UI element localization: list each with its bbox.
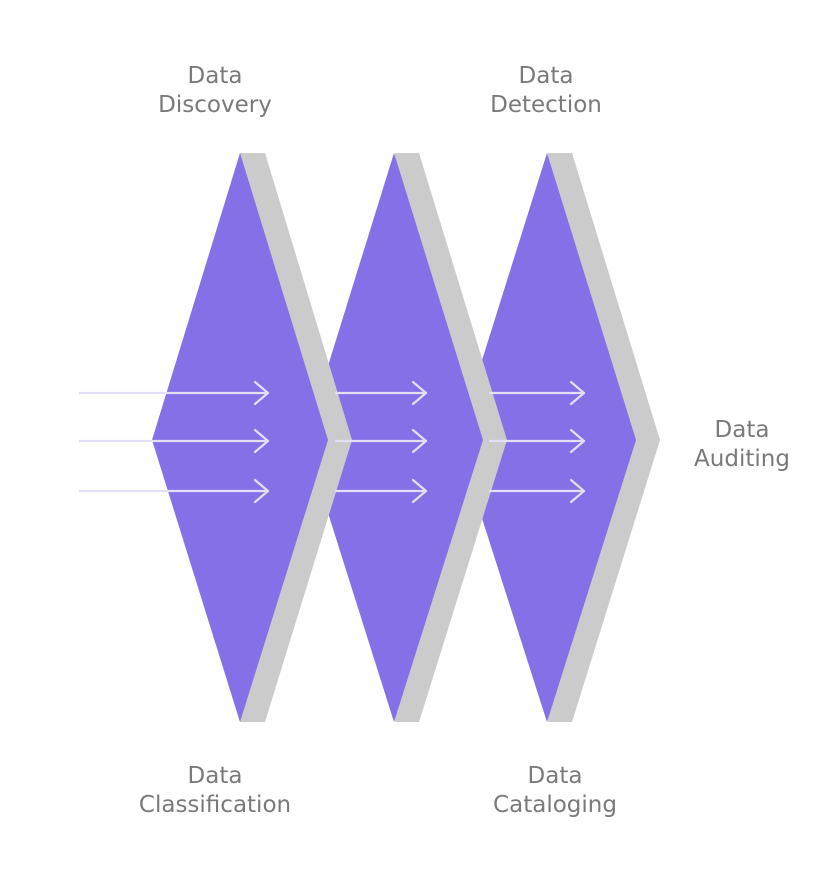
label-data-discovery: Data Discovery	[115, 62, 315, 120]
label-data-detection-line1: Data	[518, 63, 574, 89]
arrow-right-icon	[334, 380, 428, 406]
arrow-right-icon	[488, 478, 586, 504]
label-data-cataloging-line1: Data	[527, 763, 583, 789]
label-data-detection: Data Detection	[446, 62, 646, 120]
label-data-classification-line1: Data	[187, 763, 243, 789]
arrow-right-icon	[334, 428, 428, 454]
arrow-right-icon	[488, 428, 586, 454]
label-data-auditing-line1: Data	[714, 417, 770, 443]
label-data-discovery-line2: Discovery	[158, 92, 272, 118]
label-data-classification-line2: Classification	[138, 792, 292, 818]
arrow-right-icon	[78, 428, 270, 454]
chevron-panel-1	[152, 153, 352, 722]
label-data-classification: Data Classification	[115, 762, 315, 820]
chevron-panel-2	[305, 153, 507, 722]
label-data-auditing: Data Auditing	[642, 416, 832, 474]
label-data-auditing-line2: Auditing	[694, 446, 790, 472]
label-data-detection-line2: Detection	[490, 92, 602, 118]
label-data-discovery-line1: Data	[187, 63, 243, 89]
label-data-cataloging-line2: Cataloging	[493, 792, 617, 818]
label-data-cataloging: Data Cataloging	[455, 762, 655, 820]
chevron-panel-1-face	[152, 153, 328, 722]
chevron-panel-3-face	[457, 153, 636, 722]
flow-arrows	[78, 380, 586, 504]
arrow-right-icon	[488, 380, 586, 406]
chevron-panel-2-face	[305, 153, 483, 722]
chevron-panel-3	[457, 153, 660, 722]
arrow-right-icon	[78, 478, 270, 504]
arrow-right-icon	[78, 380, 270, 406]
arrow-right-icon	[334, 478, 428, 504]
